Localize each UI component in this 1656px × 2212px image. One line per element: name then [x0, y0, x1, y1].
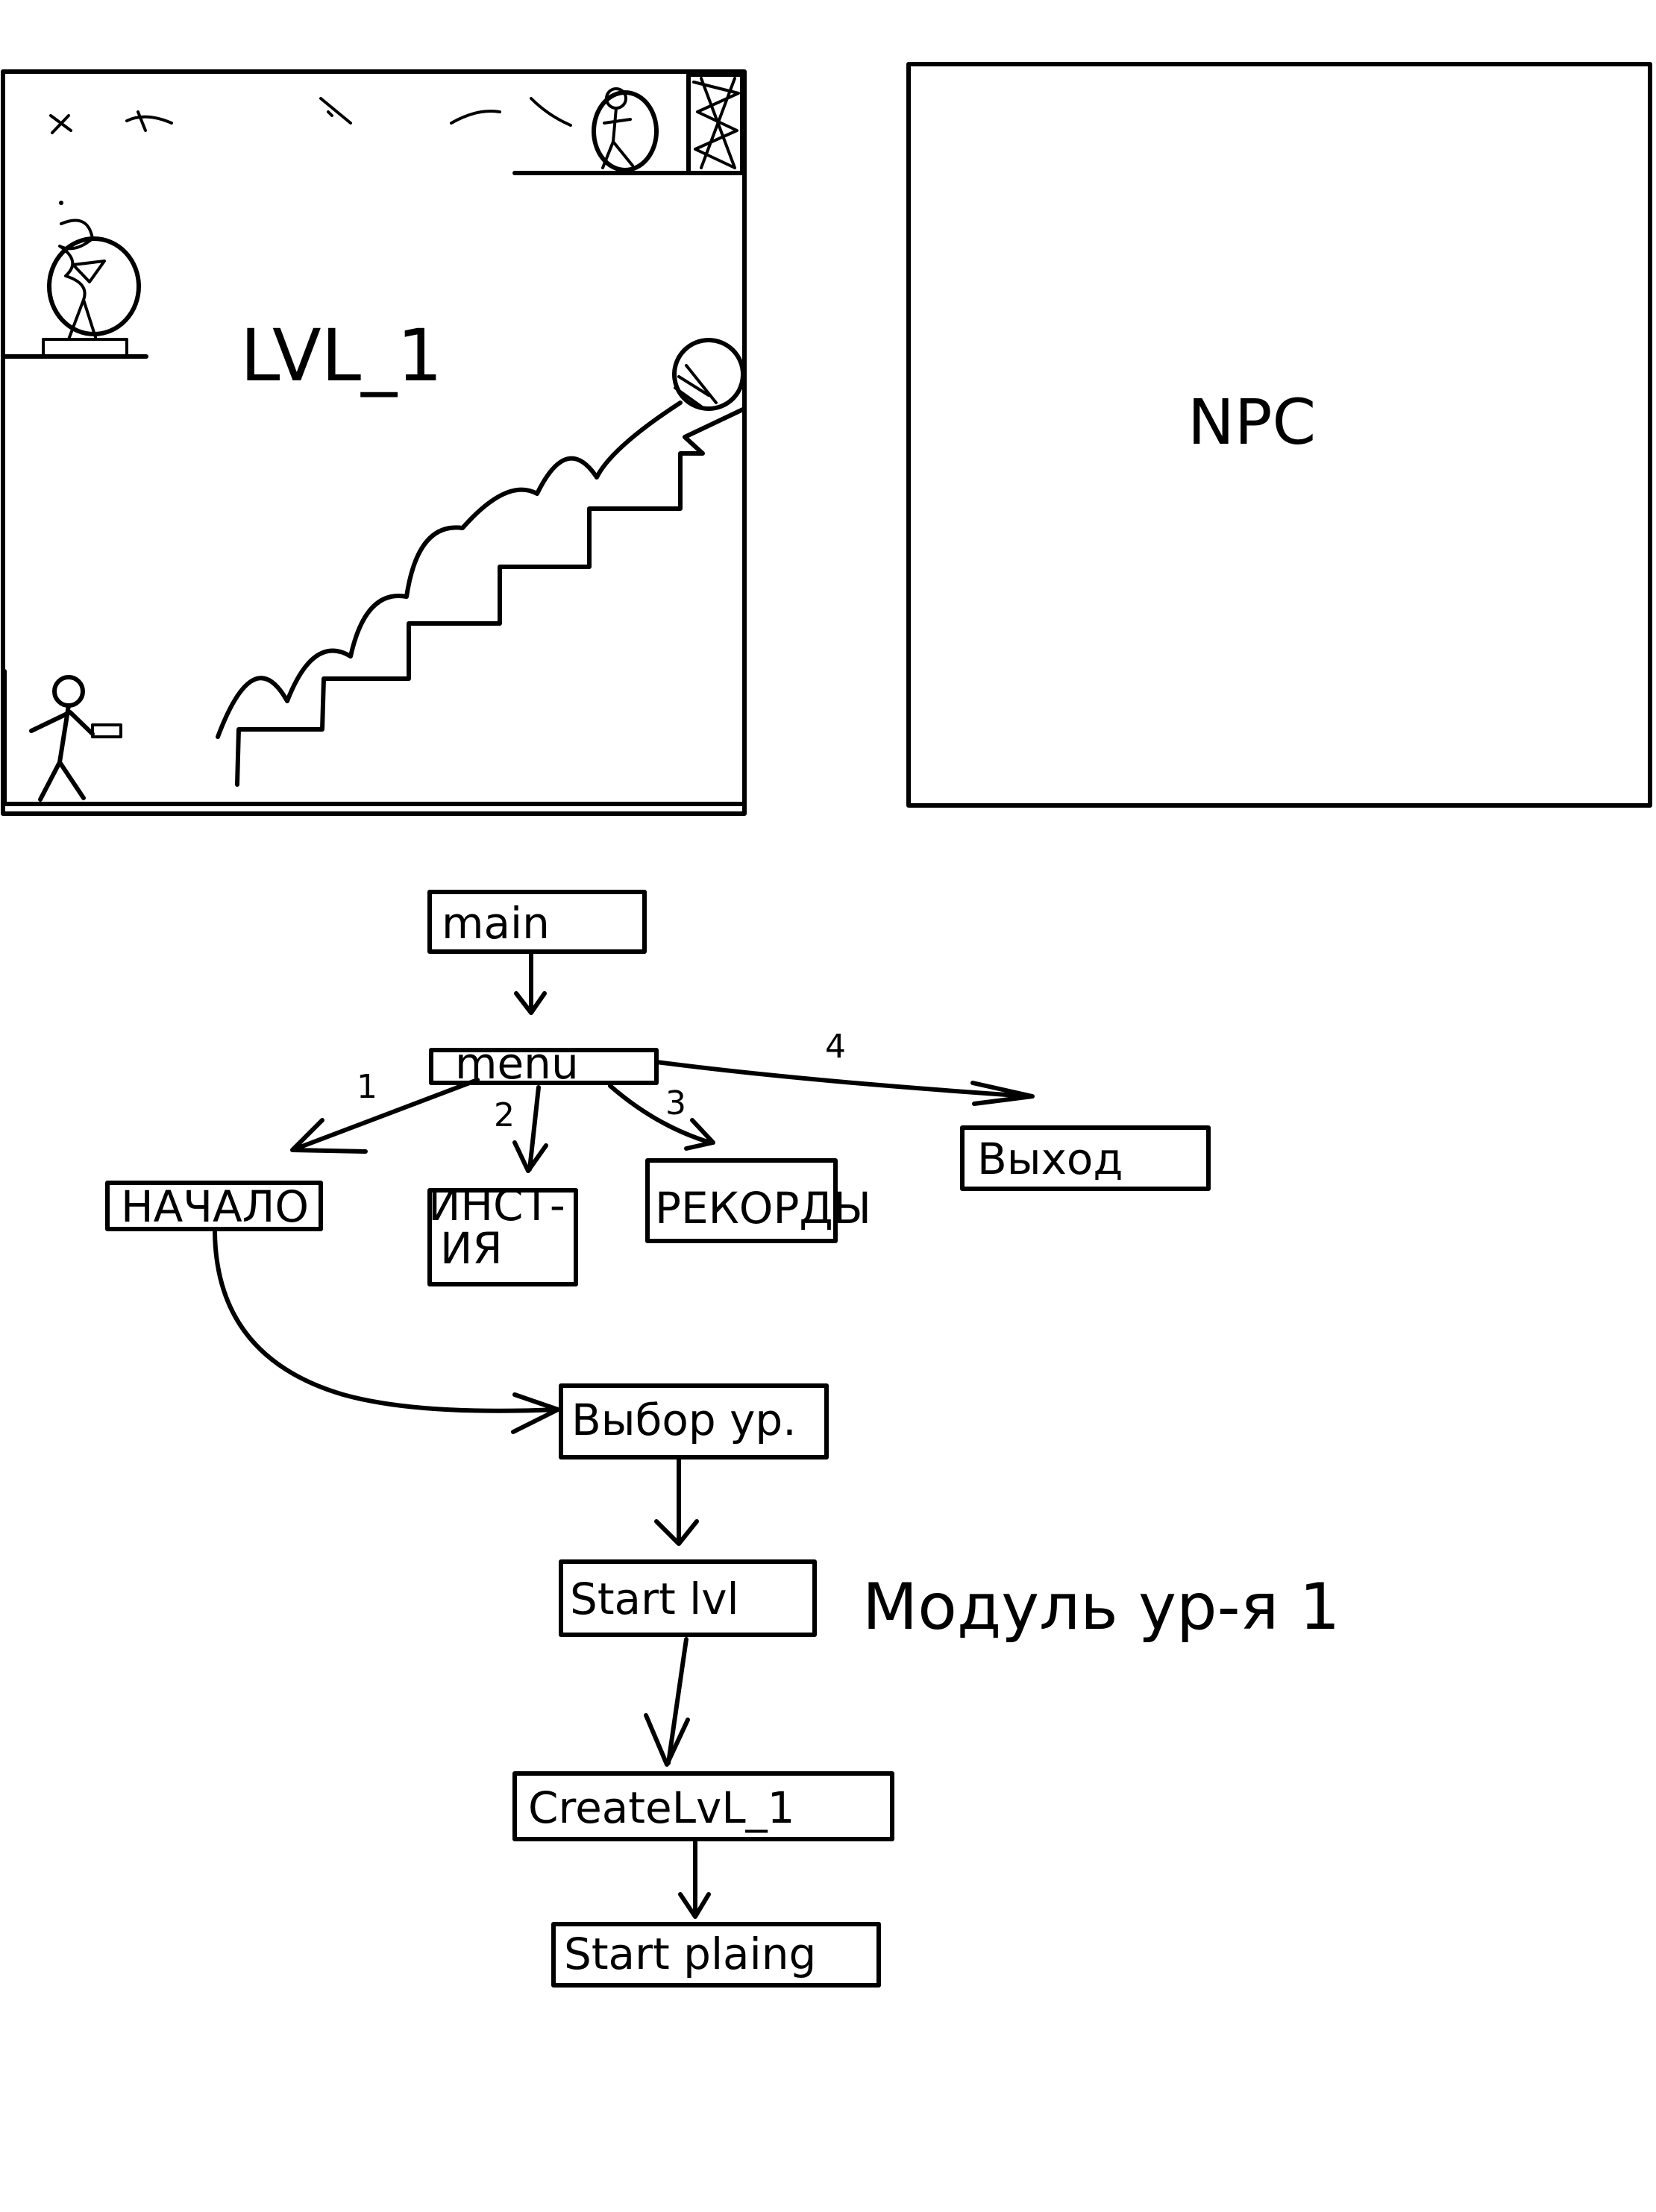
node-instructions-line2: ИЯ: [440, 1223, 503, 1274]
node-start-playing: Start plaing: [564, 1929, 816, 1979]
node-start-lvl: Start lvl: [570, 1574, 739, 1624]
edge-label-2: 2: [494, 1096, 515, 1134]
boulder: [672, 338, 745, 411]
portal-ring-left: [47, 236, 141, 336]
node-main: main: [442, 898, 550, 949]
node-exit: Выход: [977, 1134, 1123, 1184]
arrow-levelselect-startlvl: [654, 1458, 699, 1546]
arrow-menu-records: [608, 1084, 715, 1151]
staircase: [235, 406, 747, 787]
level-panel-frame: [1, 69, 747, 816]
node-instructions-line1: ИНСТ-: [428, 1180, 565, 1231]
edge-label-4: 4: [825, 1028, 846, 1066]
arrow-startlvl-create: [644, 1637, 690, 1767]
node-menu-box: [429, 1048, 659, 1085]
node-main-box: [427, 890, 647, 954]
node-records-box: [645, 1158, 838, 1243]
level-title: LVL_1: [240, 314, 442, 398]
node-create-lvl-box: [512, 1771, 894, 1841]
player-figure: [2, 669, 122, 806]
arrow-main-menu: [514, 952, 547, 1015]
node-create-lvl: CreateLvL_1: [528, 1782, 795, 1833]
node-start-playing-box: [551, 1922, 881, 1988]
arrow-menu-exit: [654, 1060, 1035, 1106]
arrow-create-startplaying: [678, 1840, 711, 1919]
node-level-select: Выбор ур.: [571, 1395, 797, 1445]
arrow-menu-instructions: [512, 1085, 548, 1173]
upper-right-platform: [512, 72, 747, 175]
npc-label: NPC: [1188, 386, 1316, 459]
node-start-lvl-box: [559, 1559, 817, 1637]
arrow-start-levelselect: [213, 1230, 560, 1434]
npc-panel: NPC: [906, 62, 1652, 808]
node-instructions-box: [427, 1188, 578, 1286]
module-note: Модуль ур-я 1: [862, 1570, 1340, 1644]
npc-panel-frame: [906, 62, 1652, 808]
edge-label-3: 3: [665, 1084, 686, 1122]
edge-label-1: 1: [357, 1068, 377, 1106]
sky-marks: [49, 97, 572, 134]
level-panel: LVL_1: [1, 69, 747, 816]
node-level-select-box: [559, 1383, 829, 1460]
node-start: НАЧАЛО: [121, 1181, 309, 1232]
arrow-menu-start: [290, 1078, 480, 1154]
flow-diagram: main menu 1 2 3 4 НАЧАЛО ИНСТ- ИЯ РЕКОРД…: [105, 890, 1340, 1988]
node-records: РЕКОРДЫ: [655, 1183, 871, 1234]
stair-arcs: [216, 400, 683, 739]
left-platform: [1, 201, 148, 359]
node-exit-box: [960, 1125, 1211, 1191]
ladder: [686, 72, 744, 175]
node-start-box: [105, 1181, 323, 1231]
